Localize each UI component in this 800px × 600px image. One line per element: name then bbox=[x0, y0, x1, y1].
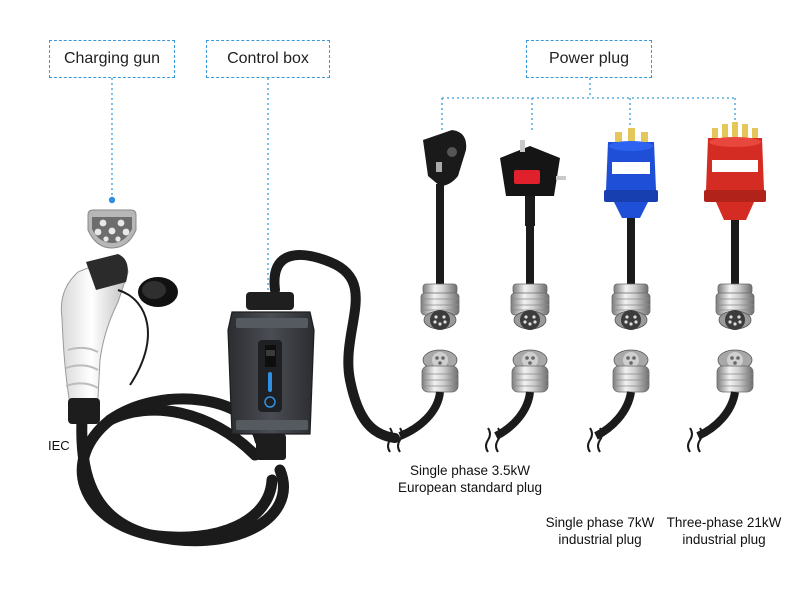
three21-plug-caption-line2: industrial plug bbox=[682, 532, 766, 547]
leader-dot-gun bbox=[108, 196, 116, 204]
red-female-connector bbox=[715, 283, 755, 331]
control-box-callout: Control box bbox=[206, 40, 330, 78]
cable-break-marks bbox=[387, 427, 703, 453]
control-box bbox=[227, 292, 315, 460]
charging-gun bbox=[60, 254, 149, 424]
eu-plug-caption-line2: European standard plug bbox=[397, 480, 543, 495]
single7-plug-caption-line2: industrial plug bbox=[558, 532, 642, 547]
single7-plug-caption: Single phase 7kW industrial plug bbox=[538, 514, 662, 548]
uk-female-connector bbox=[510, 283, 550, 331]
uk-tail bbox=[494, 391, 534, 440]
charging-gun-callout: Charging gun bbox=[49, 40, 175, 78]
single7-plug-caption-line1: Single phase 7kW bbox=[545, 515, 655, 530]
eu-plug-caption: Single phase 3.5kW European standard plu… bbox=[385, 462, 555, 496]
red-industrial-plug bbox=[704, 122, 766, 220]
uk-plug bbox=[500, 140, 566, 226]
red-male-connector bbox=[716, 349, 754, 393]
blue-tail bbox=[594, 391, 635, 440]
eu-plug-caption-line1: Single phase 3.5kW bbox=[409, 463, 531, 478]
iec-label: IEC bbox=[48, 438, 70, 453]
eu-female-connector bbox=[420, 283, 460, 331]
eu-schuko-plug bbox=[423, 130, 467, 214]
gun-dust-cap bbox=[138, 277, 178, 307]
power-icon bbox=[264, 396, 276, 408]
three21-plug-caption-line1: Three-phase 21kW bbox=[666, 515, 782, 530]
three21-plug-caption: Three-phase 21kW industrial plug bbox=[660, 514, 788, 548]
red-tail bbox=[696, 391, 739, 440]
blue-male-connector bbox=[612, 349, 650, 393]
eu-male-connector bbox=[421, 349, 459, 393]
leader-lines bbox=[111, 78, 736, 302]
type2-socket-face-icon bbox=[87, 209, 137, 249]
power-plug-callout: Power plug bbox=[526, 40, 652, 78]
uk-male-connector bbox=[511, 349, 549, 393]
supply-cable bbox=[269, 250, 400, 443]
eu-tail bbox=[398, 391, 444, 440]
blue-industrial-plug bbox=[604, 128, 658, 218]
blue-female-connector bbox=[611, 283, 651, 331]
